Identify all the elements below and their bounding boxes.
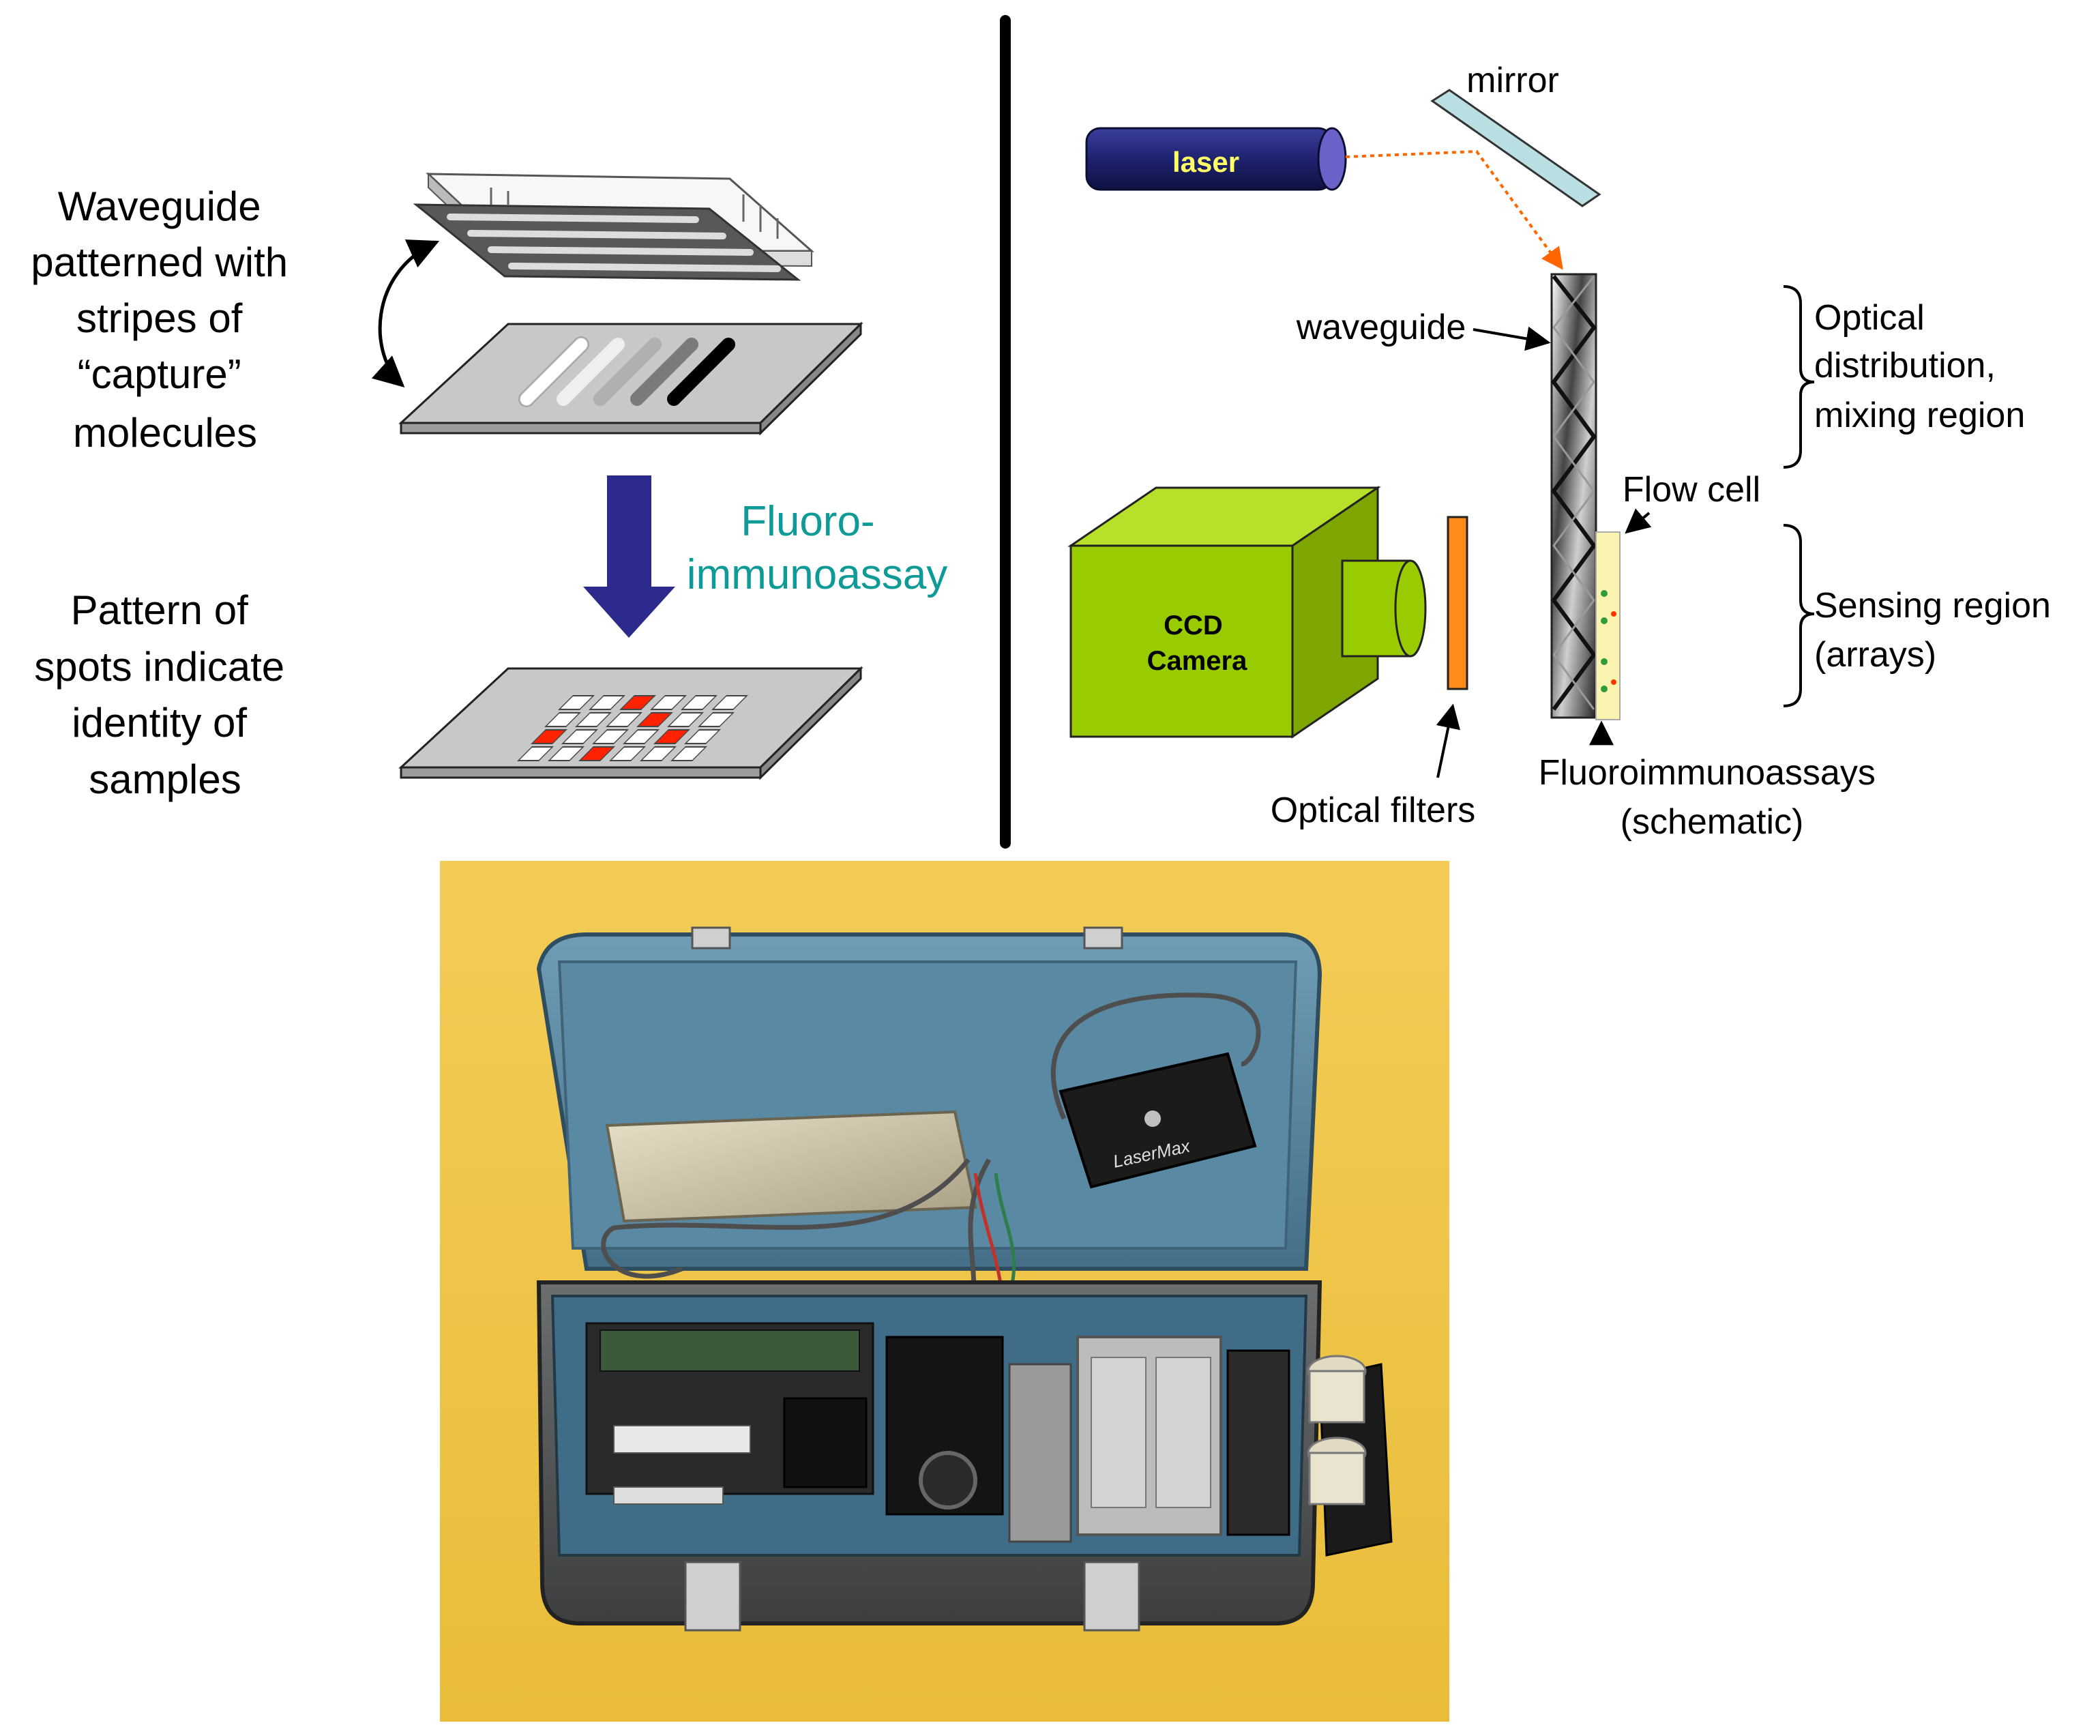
mirror xyxy=(1430,89,1601,207)
laser-module: LaserMax xyxy=(1059,1052,1257,1189)
filter-pointer xyxy=(1436,703,1460,778)
laser-label: laser xyxy=(1172,146,1239,178)
sensing-region-label: Sensing region (arrays) xyxy=(1814,586,2060,675)
fia-label: Fluoroimmunoassays (schematic) xyxy=(1539,753,1886,842)
flip-arrow xyxy=(371,239,440,388)
capture-stripes xyxy=(518,336,735,407)
process-arrow xyxy=(583,475,675,638)
waveguide xyxy=(1550,273,1597,719)
mirror-label: mirror xyxy=(1466,61,1559,100)
stripe-channels xyxy=(447,214,781,272)
right-panel: laser mirror waveguide xyxy=(1067,61,2060,842)
flow-cell-label: Flow cell xyxy=(1623,470,1760,510)
waveguide-label: waveguide xyxy=(1296,308,1466,347)
spot-grid xyxy=(517,695,748,761)
flow-cell-pointer xyxy=(1625,508,1652,534)
mixing-region-brace xyxy=(1783,285,1815,469)
device-photo: LaserMax xyxy=(440,861,1449,1722)
sample-tubes xyxy=(1307,1355,1393,1557)
flow-cell xyxy=(1595,531,1621,720)
filters-label: Optical filters xyxy=(1271,791,1476,830)
striped-slide xyxy=(398,321,863,436)
camera-label: CCD Camera xyxy=(1147,610,1248,676)
ccd-camera: CCD Camera xyxy=(1067,486,1427,739)
optical-filter xyxy=(1447,516,1468,690)
waveguide-pointer xyxy=(1473,326,1551,351)
sensing-region-brace xyxy=(1783,524,1815,707)
mixing-region-label: Optical distribution, mixing region xyxy=(1814,298,2025,435)
spotted-slide xyxy=(398,666,863,780)
pattern-caption: Pattern of spots indicate identity of sa… xyxy=(34,587,296,802)
waveguide-caption: Waveguide patterned with stripes of “cap… xyxy=(31,183,299,456)
left-panel: Waveguide patterned with stripes of “cap… xyxy=(31,172,947,802)
laser: laser xyxy=(1085,127,1347,191)
laser-beam xyxy=(1345,149,1563,270)
fluoroimmunoassay-label: Fluoro- immunoassay xyxy=(687,498,947,598)
patterned-waveguide-plate xyxy=(413,172,814,281)
